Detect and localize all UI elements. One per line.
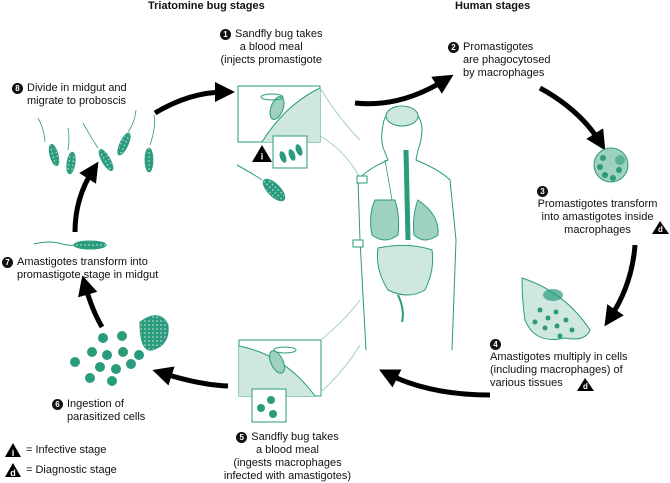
parasitized-cells — [70, 315, 169, 386]
svg-text:d: d — [10, 468, 16, 478]
step-2-number: 2 — [448, 42, 459, 53]
step-4-label: 4 Amastigotes multiply in cells (includi… — [490, 339, 628, 389]
header-human-stages: Human stages — [455, 0, 531, 12]
svg-text:d: d — [658, 225, 663, 234]
step-8-number: 8 — [12, 83, 23, 94]
arrow-3-to-4 — [604, 244, 638, 327]
diagnostic-stage-marker-3: d — [652, 221, 669, 234]
step-4-number: 4 — [490, 339, 501, 350]
legend-diagnostic-text: = Diagnostic stage — [26, 464, 117, 476]
svg-text:i: i — [12, 448, 15, 458]
arrow-5-to-6 — [152, 366, 229, 389]
sandfly-feeding-box-5 — [238, 299, 361, 423]
arrow-2-to-3 — [538, 85, 606, 151]
arrow-6-to-7 — [78, 275, 105, 329]
promastigote-7 — [33, 240, 107, 250]
step-3-number: 3 — [537, 186, 548, 197]
step-5-number: 5 — [236, 432, 248, 443]
arrow-7-to-8 — [72, 161, 99, 233]
arrow-8-to-1 — [153, 82, 235, 116]
diagnostic-stage-marker-4: d — [577, 378, 594, 391]
macrophage-infected — [593, 147, 629, 183]
human-figure — [352, 105, 457, 351]
header-triatomine-stages: Triatomine bug stages — [148, 0, 265, 12]
arrow-4-to-5 — [379, 369, 491, 398]
arrow-1-to-2 — [354, 74, 454, 107]
step-3-label: 3 Promastigotes transform into amastigot… — [537, 186, 658, 236]
infective-stage-marker-1: i — [252, 145, 272, 162]
legend-diagnostic: d = Diagnostic stage — [4, 462, 117, 478]
promastigotes-group-8 — [37, 109, 155, 175]
infective-stage-icon: i — [5, 443, 21, 458]
promastigote-1 — [236, 164, 286, 202]
diagnostic-stage-icon: d — [5, 463, 21, 478]
infected-tissue — [521, 277, 591, 340]
step-1-number: 1 — [220, 29, 231, 40]
sandfly-feeding-box-1 — [237, 85, 361, 179]
legend-infective-text: = Infective stage — [26, 444, 107, 456]
marker-letter: i — [261, 152, 264, 162]
step-7-number: 7 — [2, 257, 13, 268]
step-6-number: 6 — [52, 399, 63, 410]
legend-infective: i = Infective stage — [4, 442, 106, 458]
svg-text:d: d — [583, 382, 588, 391]
